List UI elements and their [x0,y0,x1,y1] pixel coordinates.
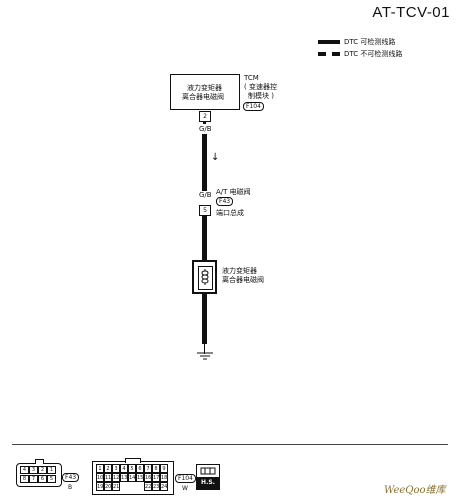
tcm-inner-line1: 液力变矩器 [187,84,222,92]
f104-pin: 10 [96,473,104,482]
f104-pin [120,482,128,491]
legend-dashed-line [318,52,340,56]
legend-non-detectable-text: DTC 不可检测线路 [344,50,403,58]
wire-segment-1 [202,134,207,191]
wire-segment-3 [202,294,207,344]
f104-pin: 12 [112,473,120,482]
tcm-connector-tag: F104 [243,102,264,111]
f104-pin: 4 [120,464,128,473]
watermark: WeeQoo维库 [384,485,446,496]
tcm-sublabel-2: 制模块 ) [248,92,274,100]
f104-pin: 13 [120,473,128,482]
ground-icon [197,352,213,360]
connector-f104-key [125,458,141,463]
connector-f43-key [35,459,44,464]
f43-pin: 8 [20,475,29,483]
f104-pin: 5 [128,464,136,473]
connector-f104-color: W [182,485,188,492]
f104-pin: 11 [104,473,112,482]
f43-pin: 5 [47,475,56,483]
solenoid-bus-label: 端口总成 [216,209,244,217]
f104-pin: 23 [152,482,160,491]
connector-f43-color: B [68,484,73,491]
solenoid-label-2: 离合器电磁阀 [222,276,264,284]
hs-symbol: H.S. [196,464,220,490]
f104-pin: 20 [104,482,112,491]
connector-f43-tag: F43 [62,473,80,482]
tcm-box: 液力变矩器 离合器电磁阀 [170,74,240,110]
f104-pin: 7 [144,464,152,473]
f104-pin: 24 [160,482,168,491]
f43-pin: 6 [38,475,47,483]
f104-pin: 8 [152,464,160,473]
solenoid-coil-icon [201,269,209,285]
tcm-sublabel-1: ( 变速器控 [244,83,277,91]
separator-line [12,444,448,445]
wire-stub-top [203,122,206,124]
f104-pin: 19 [96,482,104,491]
solenoid-box [192,260,217,294]
tcm-label: TCM [244,74,259,82]
wire-color-mid: G/B [199,191,212,199]
wire-segment-2 [202,216,207,260]
tcm-inner-line2: 离合器电磁阀 [182,93,224,101]
connector-f43-row-bottom: 8 7 6 5 [20,475,56,483]
f104-pin: 22 [144,482,152,491]
connector-f43-face: 4 3 2 1 8 7 6 5 [16,459,62,487]
solenoid-connector-tag: F43 [216,197,234,206]
solenoid-label-1: 液力变矩器 [222,267,257,275]
solenoid-inner-frame [198,266,213,290]
hs-label: H.S. [197,477,219,489]
solenoid-connector-pin: 5 [199,205,211,216]
f43-pin: 3 [29,466,38,474]
f104-pin [128,482,136,491]
f104-pin: 9 [160,464,168,473]
f104-pin: 18 [160,473,168,482]
ground-stub [204,344,205,354]
current-arrow-icon: ↓ [211,152,220,163]
f104-pin [136,482,144,491]
f104-pin: 6 [136,464,144,473]
f43-pin: 2 [38,466,47,474]
hs-connector-icon [200,467,216,475]
tcm-pin: 2 [199,111,211,122]
diagram-title: AT-TCV-01 [372,4,450,21]
f43-pin: 7 [29,475,38,483]
f104-pin: 21 [112,482,120,491]
f43-pin: 1 [47,466,56,474]
f104-pin: 15 [136,473,144,482]
f104-pin: 2 [104,464,112,473]
connector-f43-row-top: 4 3 2 1 [20,466,56,474]
connector-f104-tag: F104 [175,474,196,483]
f43-pin: 4 [20,466,29,474]
solenoid-connector-label: A/T 电磁阀 [216,188,251,196]
f104-pin: 1 [96,464,104,473]
f104-pin: 17 [152,473,160,482]
legend-solid-line [318,40,340,44]
f104-pin: 14 [128,473,136,482]
f104-pin: 3 [112,464,120,473]
legend-detectable-text: DTC 可检测线路 [344,38,396,46]
wire-color-top: G/B [199,125,212,133]
f104-pin: 16 [144,473,152,482]
